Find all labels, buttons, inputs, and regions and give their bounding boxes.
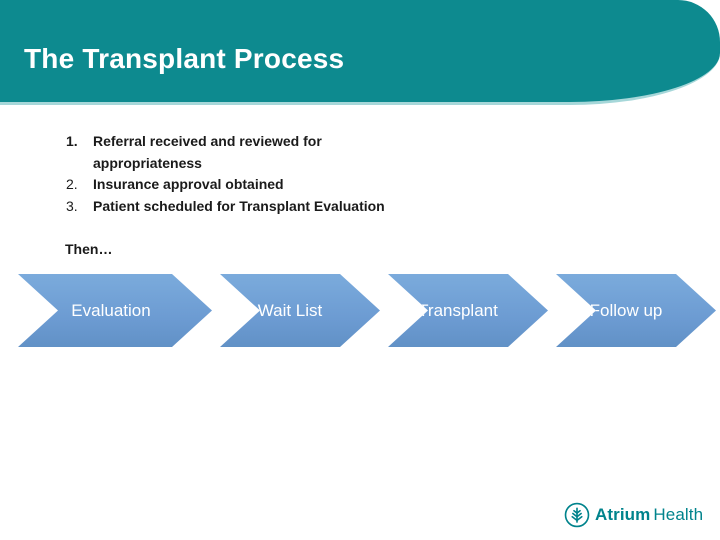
- numbered-list: 1. Referral received and reviewed for ap…: [0, 131, 440, 217]
- list-item-text: Insurance approval obtained: [93, 176, 284, 192]
- chevron-step-wait-list: Wait List: [220, 274, 380, 347]
- then-label: Then…: [65, 241, 113, 257]
- page-title: The Transplant Process: [24, 43, 345, 74]
- chevron-step-label: Wait List: [257, 300, 323, 320]
- logo-text-health: Health: [653, 505, 704, 524]
- chevron-step-follow-up: Follow up: [556, 274, 716, 347]
- list-item: 2. Insurance approval obtained: [0, 174, 440, 196]
- chevron-step-label: Transplant: [418, 300, 498, 320]
- list-item-number: 1.: [66, 133, 78, 149]
- chevron-step-transplant: Transplant: [388, 274, 548, 347]
- list-item: 1. Referral received and reviewed for ap…: [0, 131, 440, 174]
- tree-in-circle-icon: [564, 502, 590, 528]
- list-item: 3. Patient scheduled for Transplant Eval…: [0, 196, 440, 218]
- title-band: The Transplant Process: [0, 0, 720, 105]
- list-item-text: Referral received and reviewed for appro…: [93, 133, 322, 171]
- chevron-step-evaluation: Evaluation: [18, 274, 212, 347]
- list-item-number: 2.: [66, 176, 78, 192]
- list-item-text: Patient scheduled for Transplant Evaluat…: [93, 197, 385, 214]
- logo-text-atrium: Atrium: [595, 505, 651, 524]
- chevron-step-label: Follow up: [589, 300, 663, 320]
- process-flow: Evaluation Wait List Transplant Follow u…: [0, 274, 720, 347]
- chevron-step-label: Evaluation: [71, 300, 151, 320]
- list-item-number: 3.: [66, 197, 78, 214]
